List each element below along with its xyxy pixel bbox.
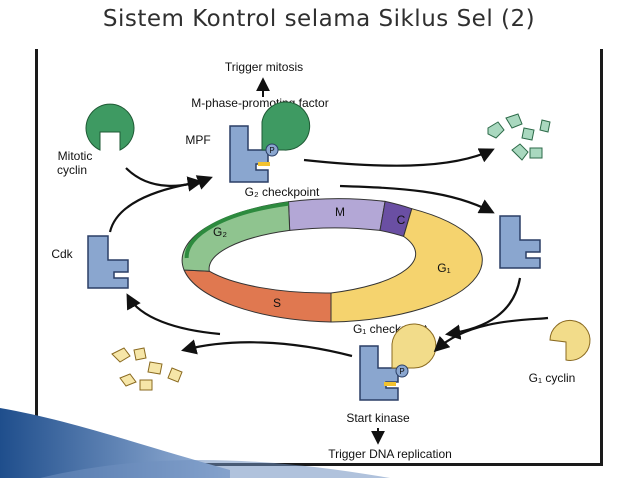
phosphate-label-mpf: P: [269, 146, 274, 155]
slide-title: Sistem Kontrol selama Siklus Sel (2): [102, 6, 536, 32]
mpf-yellow-site: [258, 162, 270, 166]
trigger-mitosis-label: Trigger mitosis: [225, 60, 303, 74]
mpf-complex: P: [229, 101, 311, 183]
cdk-free-left: [87, 235, 129, 289]
g1-cyclin-label: G₁ cyclin: [529, 371, 576, 385]
phase-label-m: M: [335, 205, 345, 219]
ring-segment-g1: [330, 208, 483, 323]
g1-cyclin-bound: [391, 323, 437, 369]
mitotic-cyclin-free: [85, 103, 135, 151]
ring-g2-band: [184, 201, 289, 259]
phase-label-g1: G₁: [437, 261, 450, 275]
phase-label-g2: G₂: [213, 225, 227, 239]
arrow-g2-to-g1-top: [339, 184, 495, 214]
trigger-dna-replication-label: Trigger DNA replication: [328, 447, 452, 461]
cdk-free-right: [499, 215, 541, 269]
mitotic-cyclin-label-line1: Mitotic: [58, 149, 93, 163]
cell-cycle-ring: [181, 198, 483, 323]
cdk-shape-mpf: [229, 125, 269, 183]
start-kinase-yellow-site: [384, 382, 396, 386]
phosphate-icon-start: [395, 364, 409, 378]
ring-segment-s: [183, 269, 332, 323]
phase-label-s: S: [273, 296, 281, 310]
arrow-cdk-right-down: [444, 277, 522, 340]
arrow-mpf-to-degraded: [303, 148, 495, 167]
arrow-start-to-degraded: [181, 339, 353, 358]
g1-cyclin-free: [549, 319, 591, 361]
mpf-label: MPF: [185, 133, 210, 147]
arrow-g1cyclin-to-start: [433, 316, 549, 353]
cdk-label: Cdk: [51, 247, 73, 261]
start-kinase-complex: P: [359, 323, 437, 401]
arrow-cdk-left-up: [108, 176, 204, 233]
g2-checkpoint-label: G₂ checkpoint: [245, 185, 320, 199]
arrow-s-to-cdk-left: [126, 293, 221, 336]
degraded-mitotic-cyclin-fragments: [487, 113, 551, 161]
phase-label-c: C: [397, 213, 406, 227]
start-kinase-label: Start kinase: [346, 411, 410, 425]
mitotic-cyclin-bound: [261, 101, 311, 151]
phosphate-icon-mpf: [265, 143, 279, 157]
mpf-full-label: M-phase-promoting factor: [191, 96, 328, 110]
mitotic-cyclin-label-line2: cyclin: [57, 163, 87, 177]
phosphate-label-start: P: [399, 367, 404, 376]
degraded-g1-cyclin-fragments: [111, 347, 183, 391]
